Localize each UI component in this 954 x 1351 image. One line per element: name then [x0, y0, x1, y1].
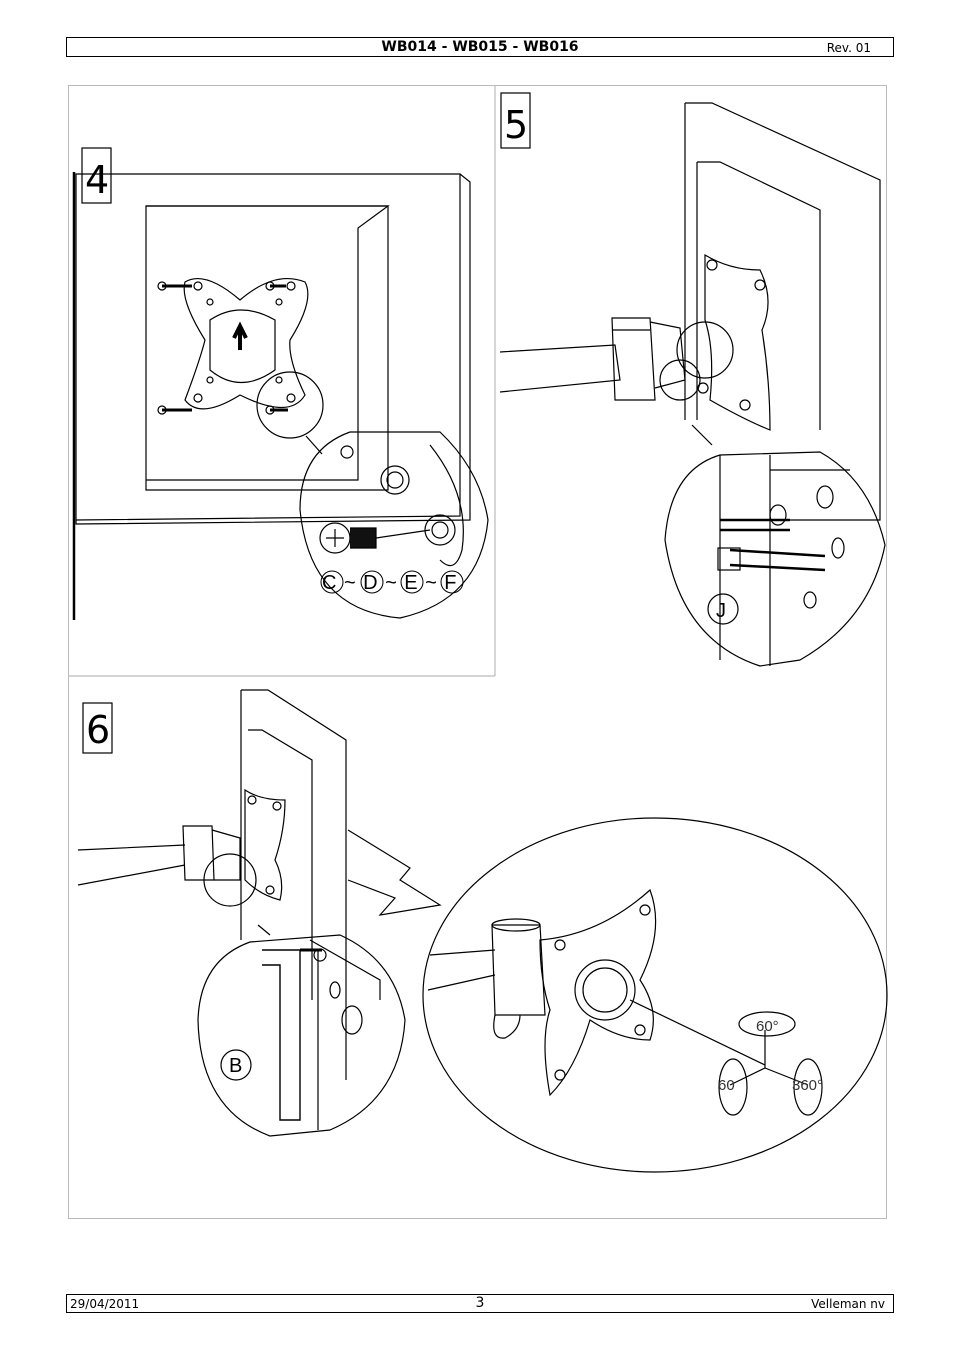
page-header: WB014 - WB015 - WB016 Rev. 01 [66, 37, 894, 57]
footer-date: 29/04/2011 [70, 1297, 140, 1311]
swivel-angle-label: 60 [718, 1077, 735, 1094]
document-title: WB014 - WB015 - WB016 [381, 39, 579, 55]
step-4-illustration: 4 C~D~E [72, 147, 489, 620]
tilt-angle-label: 60° [756, 1018, 779, 1035]
page-number: 3 [475, 1295, 485, 1311]
page-footer: 29/04/2011 3 Velleman nv [66, 1294, 894, 1313]
step-6-number: 6 [86, 708, 110, 752]
step-6-illustration: 6 B [77, 689, 888, 1173]
installation-figure-frame [68, 85, 887, 1219]
rotation-indicator: 60° 60 360° [718, 1011, 823, 1116]
step-5-illustration: 5 J [499, 92, 886, 667]
revision-label: Rev. 01 [826, 41, 871, 55]
step-5-part-callout: J [716, 600, 726, 622]
company-name: Velleman nv [811, 1297, 885, 1311]
step-6-part-callout: B [229, 1055, 242, 1077]
step-4-part-callout: C~D~E~F [322, 572, 464, 594]
rotate-angle-label: 360° [792, 1077, 823, 1094]
step-5-number: 5 [504, 103, 528, 147]
step-4-number: 4 [85, 158, 109, 202]
